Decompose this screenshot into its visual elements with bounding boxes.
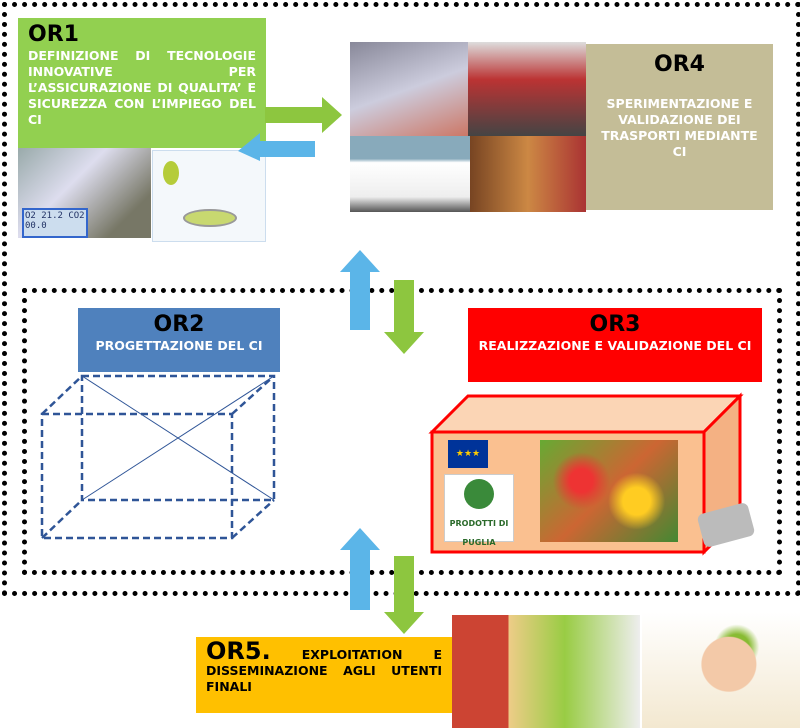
coop-truck-photo: [468, 42, 586, 136]
or1-title: OR1: [28, 22, 79, 47]
vegetables-photo: [540, 440, 678, 542]
or1-box: OR1 DEFINIZIONE DI TECNOLOGIE INNOVATIVE…: [18, 18, 266, 148]
or3-or5-arrows: [340, 528, 424, 634]
or4-box: OR4 SPERIMENTAZIONE E VALIDAZIONE DEI TR…: [586, 44, 773, 210]
or3-box: OR3 REALIZZAZIONE E VALIDAZIONE DEL CI: [468, 308, 762, 382]
prodotti-di-puglia-logo: PRODOTTI DI PUGLIA: [444, 474, 514, 547]
or4-or3-arrows: [340, 250, 424, 354]
or5-box: OR5. EXPLOITATION E DISSEMINAZIONE AGLI …: [196, 637, 452, 713]
or4-title: OR4: [654, 52, 705, 77]
or1-text: DEFINIZIONE DI TECNOLOGIE INNOVATIVE PER…: [28, 48, 256, 127]
supermarket-shopper-photo: [452, 615, 640, 728]
or1-or4-arrows: [238, 97, 342, 161]
arrow-up-icon: [340, 250, 380, 330]
arrow-up-icon: [340, 528, 380, 610]
map-photo: [350, 42, 468, 136]
or2-title: OR2: [153, 312, 205, 337]
arrow-down-icon: [384, 280, 424, 354]
or2-text: PROGETTAZIONE DEL CI: [95, 338, 263, 353]
arrow-down-icon: [384, 556, 424, 634]
arrow-left-icon: [238, 133, 315, 161]
container-wireframe: [40, 374, 276, 540]
child-eating-grapes-photo: [642, 612, 800, 728]
sensor-display: O2 21.2 CO2 00.0: [22, 208, 88, 238]
or2-box: OR2 PROGETTAZIONE DEL CI: [78, 308, 280, 372]
arrow-right-icon: [265, 97, 342, 133]
lab-equipment-photo: O2 21.2 CO2 00.0: [18, 148, 151, 238]
or5-title: OR5.: [206, 637, 271, 665]
or3-title: OR3: [589, 312, 641, 337]
market-photo: [470, 136, 586, 212]
eu-flag-icon: ★★★: [448, 440, 488, 468]
or4-text: SPERIMENTAZIONE E VALIDAZIONE DEI TRASPO…: [601, 96, 758, 159]
transport-photos-collage: [350, 42, 586, 212]
or3-text: REALIZZAZIONE E VALIDAZIONE DEL CI: [478, 338, 752, 353]
truck-photo: [350, 136, 470, 212]
or5-text: EXPLOITATION E DISSEMINAZIONE AGLI UTENT…: [206, 647, 442, 694]
grape-container-illustration: [152, 150, 266, 242]
